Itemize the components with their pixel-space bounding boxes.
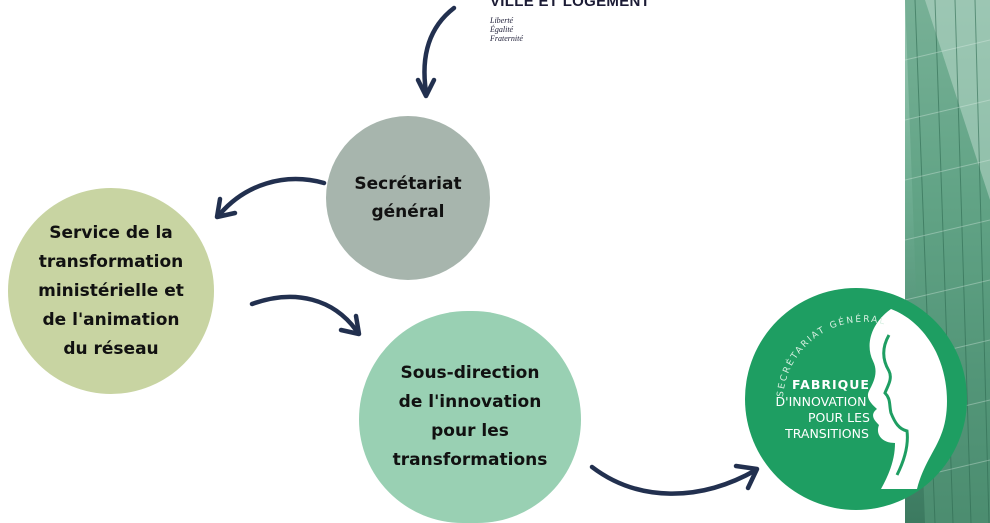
arrow-secretariat-to-service bbox=[217, 176, 327, 217]
face-inner-contour-icon bbox=[882, 334, 909, 476]
node-sous-direction-innovation: Sous-direction de l'innovation pour les … bbox=[359, 311, 581, 523]
motto-fraternite: Fraternité bbox=[490, 34, 523, 43]
node-secretariat-general-label: Secrétariat général bbox=[354, 174, 462, 222]
arrow-service-to-sous-direction bbox=[249, 294, 359, 333]
fabrique-subtitle-line-2: POUR LES bbox=[808, 410, 870, 425]
fabrique-innovation-logo: SECRÉTARIAT GÉNÉRAL FABRIQUE D'INNOVATIO… bbox=[745, 288, 967, 510]
ministry-name: VILLE ET LOGEMENT bbox=[490, 0, 651, 10]
motto-egalite: Égalité bbox=[490, 25, 514, 34]
motto-liberte: Liberté bbox=[490, 16, 514, 25]
node-service-transformation: Service de la transformation ministériel… bbox=[8, 188, 214, 394]
arrow-sous-direction-to-fabrique bbox=[589, 464, 759, 496]
fabrique-subtitle-line-1: D'INNOVATION bbox=[776, 394, 867, 409]
arrow-ministry-to-secretariat bbox=[422, 5, 457, 95]
arrowhead-secretariat-to-service-icon bbox=[214, 196, 238, 220]
node-sous-direction-innovation-label: Sous-direction de l'innovation pour les … bbox=[392, 363, 548, 470]
node-secretariat-general: Secrétariat général bbox=[326, 116, 490, 280]
fabrique-title: FABRIQUE bbox=[792, 377, 870, 392]
arrowhead-ministry-to-secretariat-icon bbox=[415, 77, 437, 99]
ministry-logo: VILLE ET LOGEMENT Liberté Égalité Frater… bbox=[490, 0, 750, 60]
fabrique-subtitle-line-3: TRANSITIONS bbox=[784, 426, 869, 441]
face-profile-icon bbox=[867, 309, 947, 489]
node-service-transformation-label: Service de la transformation ministériel… bbox=[38, 222, 184, 359]
arrowhead-service-to-sous-direction-icon bbox=[338, 313, 362, 337]
